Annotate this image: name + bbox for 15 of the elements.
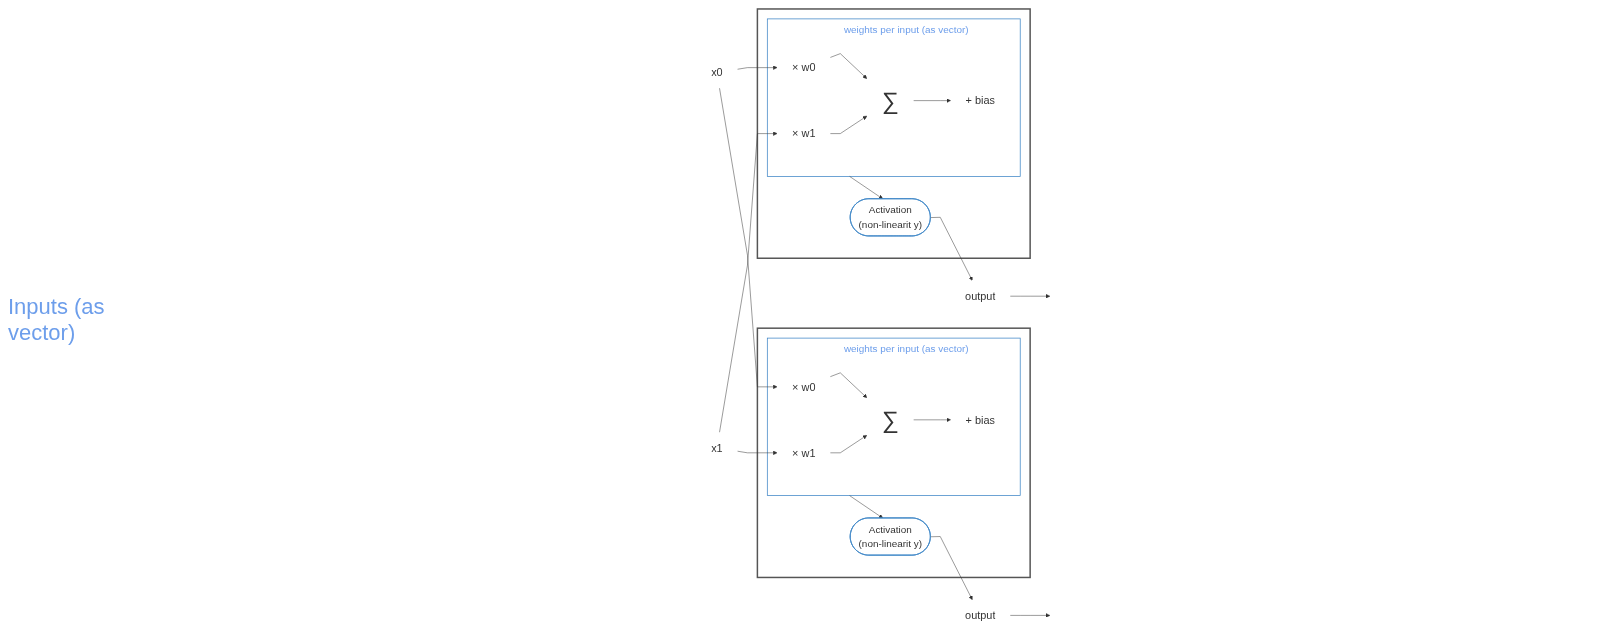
node-text: × w0 <box>792 60 816 74</box>
node-text: ∑ <box>881 405 899 433</box>
node-text: output <box>965 608 996 622</box>
node-text: × w0 <box>792 380 816 393</box>
node-text: + bias <box>965 93 995 107</box>
node-text: x0 <box>711 65 723 79</box>
note-text: Inputs (as vector) <box>8 293 106 346</box>
node-text: × w1 <box>792 126 816 140</box>
node-text: output <box>965 289 996 302</box>
cluster <box>756 7 1031 259</box>
node-text: × w1 <box>792 446 816 459</box>
node-text: + bias <box>965 413 995 426</box>
cluster <box>756 326 1031 578</box>
node-text: ∑ <box>881 86 899 114</box>
node-text: x1 <box>711 441 723 454</box>
